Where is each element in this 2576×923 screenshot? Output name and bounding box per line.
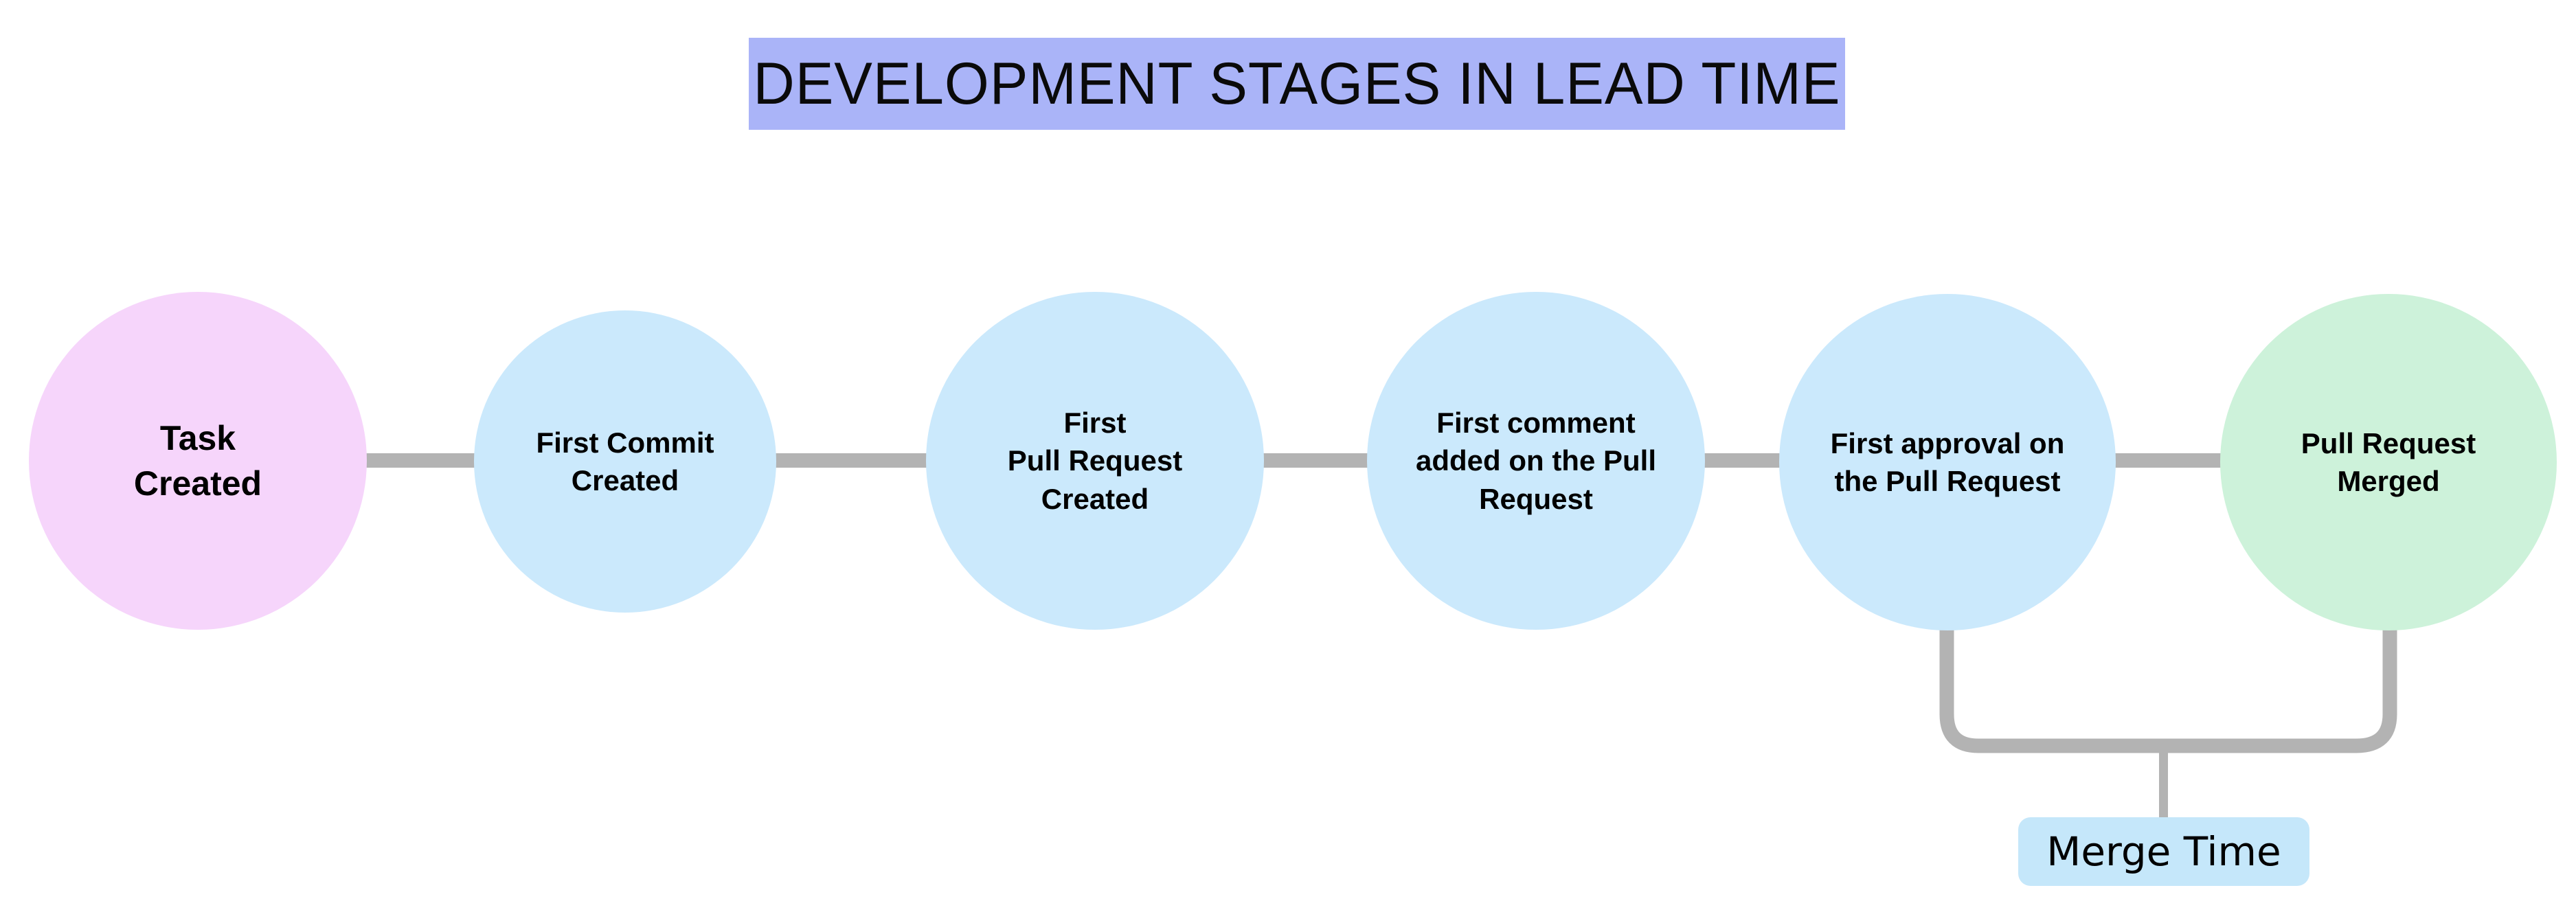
stage-node-first-approval[interactable]: First approval on the Pull Request bbox=[1779, 294, 2116, 630]
connector-stage2-stage3 bbox=[768, 453, 938, 468]
stage-label: First Pull Request Created bbox=[1007, 406, 1183, 515]
merge-time-annotation[interactable]: Merge Time bbox=[2018, 817, 2309, 886]
connector-stage4-stage5 bbox=[1694, 453, 1790, 468]
connector-stage3-stage4 bbox=[1254, 453, 1378, 468]
stage-node-pull-request-merged[interactable]: Pull Request Merged bbox=[2220, 294, 2557, 630]
connector-stage5-stage6 bbox=[2105, 453, 2231, 468]
connector-stage1-stage2 bbox=[357, 453, 488, 468]
diagram-title-banner: DEVELOPMENT STAGES IN LEAD TIME bbox=[749, 38, 1845, 130]
stage-label: First approval on the Pull Request bbox=[1830, 426, 2065, 497]
stage-label: Task Created bbox=[133, 419, 262, 503]
stage-label: First comment added on the Pull Request bbox=[1415, 406, 1656, 515]
stage-node-task-created[interactable]: Task Created bbox=[29, 292, 367, 630]
stage-node-first-pull-request-created[interactable]: First Pull Request Created bbox=[926, 292, 1264, 630]
merge-time-bracket bbox=[1939, 622, 2397, 753]
stage-node-first-commit-created[interactable]: First Commit Created bbox=[474, 310, 776, 613]
stage-node-first-comment-added[interactable]: First comment added on the Pull Request bbox=[1367, 292, 1705, 630]
merge-time-stem bbox=[2159, 746, 2168, 820]
stage-label: First Commit Created bbox=[536, 426, 714, 497]
merge-time-label: Merge Time bbox=[2046, 828, 2281, 875]
page-title: DEVELOPMENT STAGES IN LEAD TIME bbox=[753, 50, 1841, 117]
stage-label: Pull Request Merged bbox=[2301, 426, 2476, 497]
